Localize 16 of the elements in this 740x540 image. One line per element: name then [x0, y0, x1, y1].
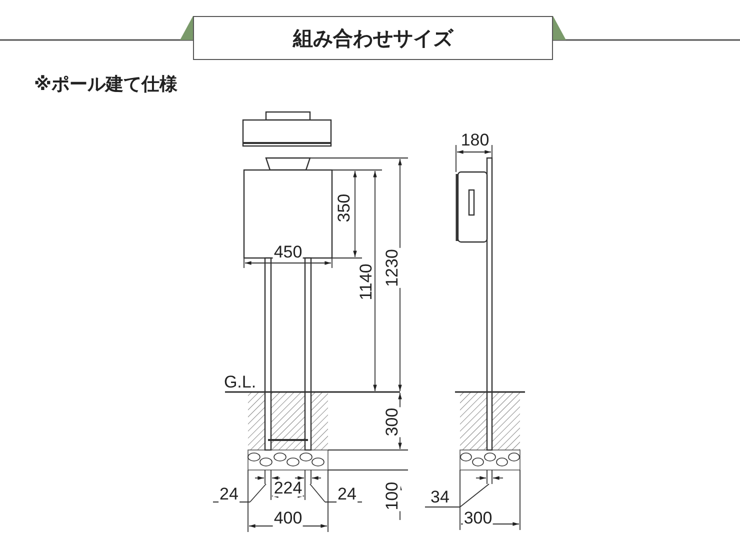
subtitle: ※ポール建て仕様 [34, 73, 178, 96]
ground-level-label: G.L. [222, 374, 258, 390]
dimension-label: 300 [384, 406, 400, 438]
dimension-label: 34 [430, 488, 450, 506]
dimension-label: 24 [336, 486, 358, 502]
dimension-label: 1230 [384, 248, 400, 288]
dimension-label: 1140 [358, 262, 374, 302]
dimension-label: 400 [272, 510, 304, 526]
dimension-label: 224 [272, 480, 304, 496]
title: 組み合わせサイズ [293, 24, 453, 52]
dimension-label: 24 [218, 486, 240, 502]
dimension-label: 180 [460, 132, 490, 148]
dimension-label: 100 [384, 480, 400, 512]
dimension-label: 300 [462, 510, 494, 526]
dimension-label: 450 [272, 244, 304, 260]
dimension-label: 350 [336, 192, 352, 224]
